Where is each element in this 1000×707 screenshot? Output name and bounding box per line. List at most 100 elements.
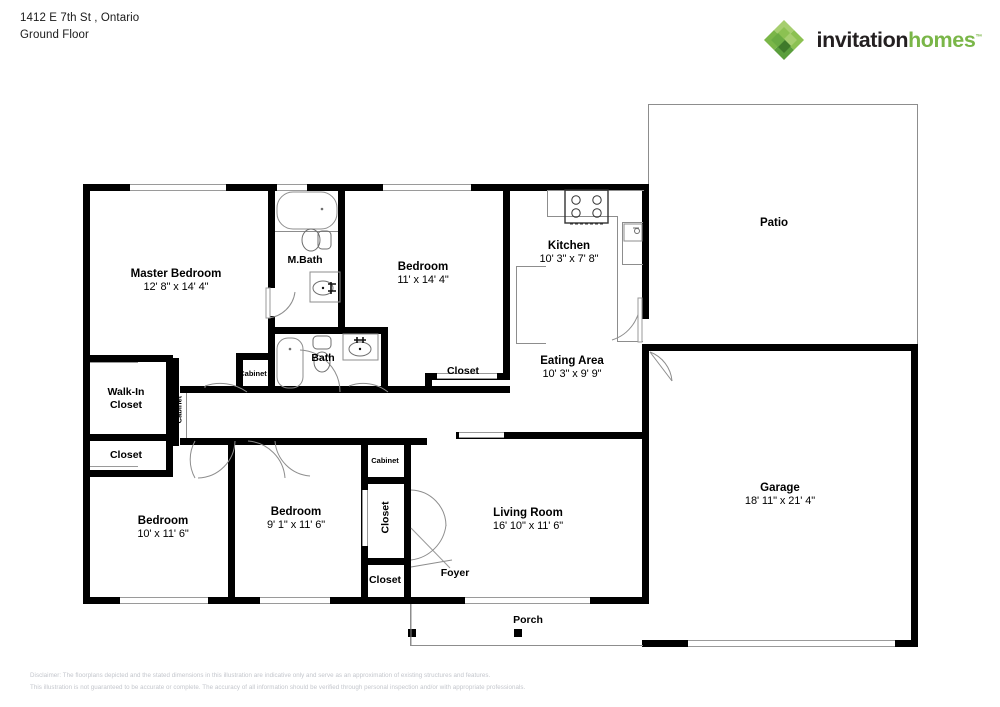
kitchen-appliance-box-bottom [622,264,643,265]
wall-bath-right [381,327,388,392]
label-mbath: M.Bath [288,254,323,267]
wall-mbath-bath-divider [268,327,388,334]
wall-closet-bed2-left [425,373,432,393]
exterior-wall-right-mid [642,344,649,604]
label-cabinet-hall: Cabinet [174,396,183,424]
label-porch: Porch [513,614,543,627]
cabinet-a-name: Cabinet [239,369,267,378]
exterior-wall-right-upper [642,184,649,319]
garage-name: Garage [760,482,800,494]
cabinet-hall-name: Cabinet [174,395,184,424]
closet-left-name: Closet [109,449,143,461]
porch-name: Porch [513,614,543,626]
kitchen-name: Kitchen [547,240,591,252]
wall-walkin-right [166,355,173,435]
closet-foyer-name: Closet [368,574,402,586]
window-bedroom3 [120,597,208,604]
brand-word-homes: homes [908,27,976,52]
window-bedroom2 [383,184,471,191]
label-closet-hall: Closet [380,501,393,533]
exterior-wall-left [83,184,90,604]
wall-master-to-mbath [268,184,275,288]
kitchen-counter-bottom-edge [617,341,643,342]
floor-label: Ground Floor [20,29,89,41]
closet-bed2-name: Closet [446,365,480,377]
mbath-name: M.Bath [287,254,323,266]
foyer-name: Foyer [440,567,470,579]
label-kitchen: Kitchen 10' 3" x 7' 8" [540,239,599,266]
wall-walkin-top [83,355,173,362]
window-living-room [465,597,590,604]
eating-area-name: Eating Area [540,355,604,367]
wall-living-room-top [456,432,646,439]
master-bedroom-name: Master Bedroom [130,268,222,280]
wall-closet-hall-bottom [361,558,411,565]
brand-word-invitation: invitation [816,27,909,52]
label-garage: Garage 18' 11" x 21' 4" [745,481,815,508]
label-closet-left: Closet [110,449,142,462]
porch-wall-bottom [410,645,643,646]
label-foyer: Foyer [441,567,470,580]
wall-cabinet-a-left [236,353,243,393]
wall-hall-bottom-b [420,438,427,445]
porch-post-right [514,629,522,637]
label-eating-area: Eating Area 10' 3" x 9' 9" [540,354,603,381]
label-bedroom-3: Bedroom 10' x 11' 6" [137,514,188,541]
closet-hall-door [362,490,368,546]
wall-closet-left-right [166,434,173,477]
bedroom3-name: Bedroom [137,515,189,527]
patio-name: Patio [759,217,789,229]
wall-hall-top-b [388,386,510,393]
property-address-block: 1412 E 7th St , Ontario Ground Floor [20,12,139,41]
kitchen-appliance-box-left [622,222,623,265]
wall-hall-top-a [180,386,270,393]
bedroom2-dim: 11' x 14' 4" [397,274,449,287]
garage-dim: 18' 11" x 21' 4" [744,495,816,508]
label-closet-bedroom2: Closet [447,365,479,378]
wall-kitchen-patio-seg1 [642,228,649,236]
living-room-opening [459,432,504,438]
wall-bath-bottom [268,386,388,393]
cabinet-b-name: Cabinet [371,456,399,465]
exterior-wall-top [83,184,649,191]
bedroom2-name: Bedroom [397,261,449,273]
window-mbath [277,184,307,191]
bedroom4-name: Bedroom [270,506,322,518]
bedroom4-dim: 9' 1" x 11' 6" [266,519,326,532]
wall-mbath-right [338,184,345,327]
bath-name: Bath [311,352,335,364]
wall-master-to-mbath-lower [268,316,275,334]
wall-hall-bottom [180,438,420,445]
label-patio: Patio [760,216,788,230]
kitchen-dim: 10' 3" x 7' 8" [539,253,599,266]
mbath-tub-edge [275,231,338,232]
walkin-closet-name: Walk-In Closet [107,386,145,411]
wall-cabinet-b-bottom [361,477,411,484]
window-master-bedroom [130,184,226,191]
garage-wall-right [911,344,918,647]
trademark-symbol: ™ [975,33,982,41]
porch-post-left [408,629,416,637]
bedroom3-dim: 10' x 11' 6" [137,528,189,541]
label-cabinet-b: Cabinet [371,456,399,465]
label-bath: Bath [311,352,334,365]
eating-area-cabinet-bottom [516,343,546,344]
brand-wordmark: invitationhomes™ [816,27,983,53]
wall-closet-left-bottom [83,470,173,477]
kitchen-appliance-box-top [622,222,643,223]
brand-logo: invitationhomes™ [762,18,982,62]
wall-walkin-bottom [83,434,173,441]
living-room-dim: 16' 10" x 11' 6" [492,520,564,533]
wall-bedroom3-bedroom4 [228,438,235,604]
master-bedroom-dim: 12' 8" x 14' 4" [143,281,209,294]
eating-area-cabinet-left [516,266,517,344]
garage-wall-top [642,344,918,351]
eating-area-cabinet-top [516,266,546,267]
label-walk-in-closet: Walk-In Closet [94,386,158,412]
property-address: 1412 E 7th St , Ontario [20,12,140,24]
disclaimer-line-1: Disclaimer: The floorplans depicted and … [30,672,491,679]
kitchen-counter-right-vert [617,216,618,341]
wall-closet-stack-right [404,438,411,597]
